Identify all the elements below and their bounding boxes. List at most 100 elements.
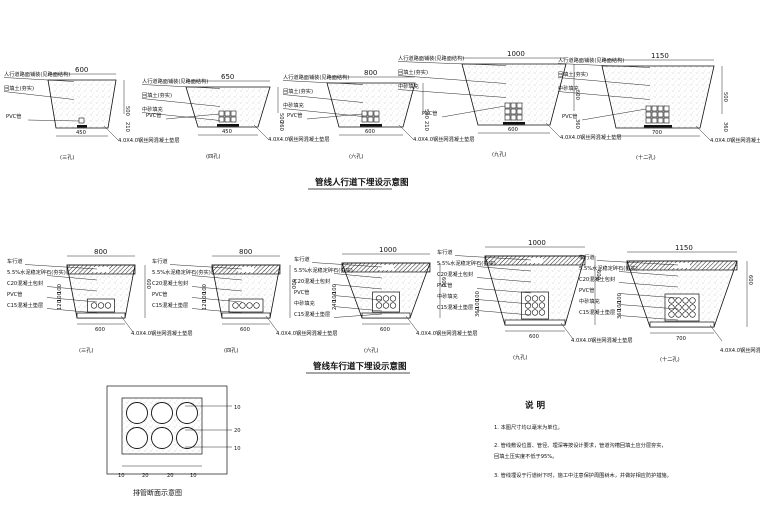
pipe-circle (246, 302, 253, 309)
section-caption: (四孔) (224, 346, 238, 354)
pipe-circle (675, 304, 682, 311)
layer-dim: 360 (475, 307, 481, 317)
pipe-cell (504, 114, 511, 121)
concrete-encasement (372, 291, 400, 313)
pipe-circle (531, 309, 539, 316)
pipe-circle (389, 302, 397, 309)
pipe-cell (78, 117, 85, 124)
trench-depth: 600 (440, 277, 446, 287)
trench-depth: 500 (278, 113, 284, 123)
carriageway-section-2: 800600100100120600车行道5.5%水泥稳定碎石(夯实)C20混凝… (152, 248, 338, 354)
pipe-circle (682, 297, 689, 304)
trench-width: 1150 (651, 52, 669, 60)
pipe-circle (524, 302, 532, 309)
trench-width: 800 (94, 248, 107, 256)
layer-label: 中砂填充 (294, 299, 315, 307)
layer-label: PVC管 (579, 286, 595, 294)
layer-dim: 100 (202, 292, 208, 302)
pipe-circle (531, 295, 539, 302)
pipe-cell (657, 117, 664, 124)
pipe-label: PVC管 (146, 111, 162, 119)
bottom-width: 600 (508, 127, 518, 133)
pipe-circle (538, 302, 546, 309)
foot-label: 4.0X4.0钢丝网混凝土垫层 (416, 329, 478, 337)
pavement-tag (378, 265, 394, 270)
pipe-circle (389, 295, 397, 302)
pipe-cell (516, 108, 523, 115)
trench-width: 600 (75, 66, 88, 74)
pipe-circle (682, 311, 689, 318)
layer-label: 5.5%水泥稳定碎石(夯实) (579, 264, 638, 272)
layer-dim: 100 (617, 301, 623, 311)
bottom-width: 450 (222, 129, 232, 135)
section-caption: (十二孔) (636, 153, 656, 161)
layer-dim: 100 (57, 284, 63, 294)
sidewalk-section-5: 1150500360700人行道路面铺装(见路面结构)回填土(夯实)中砂填充PV… (557, 52, 760, 161)
trench-profile (461, 63, 567, 126)
layer-label: 5.5%水泥稳定碎石(夯实) (437, 259, 496, 267)
pipe-cell (510, 102, 517, 109)
trench-profile (326, 82, 416, 128)
pipe-circle (668, 311, 675, 318)
pavement-tag (93, 267, 109, 272)
layer-dim: 120 (57, 300, 63, 310)
bedding-layer (217, 124, 239, 127)
foot-label: 4.0X4.0钢丝网混凝土垫层 (276, 329, 338, 337)
layer-label: 人行道路面铺装(见路面结构) (283, 73, 349, 81)
layer-dim: 240 (332, 300, 338, 310)
pipe-cell (361, 110, 368, 117)
layer-label: 中砂填充 (283, 101, 304, 109)
trench-profile (185, 86, 271, 128)
layer-label: 回填土(夯实) (558, 70, 588, 78)
pipe-circle (524, 309, 532, 316)
pipe-circle (382, 295, 390, 302)
foot-label: 4.0X4.0钢丝网混凝土垫层 (413, 135, 475, 143)
layer-label: 车行道 (7, 257, 23, 265)
duct-circle (176, 402, 198, 424)
layer-label: 回填土(夯实) (142, 91, 172, 99)
section-caption: (六孔) (364, 346, 378, 354)
detail-bottom-dim-1: 10 (118, 473, 125, 479)
pipe-cell (657, 105, 664, 112)
layer-dim: 120 (202, 300, 208, 310)
trench-depth: 500 (124, 106, 130, 116)
section-caption: (十二孔) (660, 355, 680, 363)
trench-depth: 600 (595, 270, 601, 280)
foot-label: 4.0X4.0钢丝网混凝土垫层 (720, 346, 760, 354)
pipe-circle (524, 295, 532, 302)
duct-circle (126, 402, 148, 424)
pipe-cell (657, 111, 664, 118)
sidewalk-section-4: 1000500360600人行道路面铺装(见路面结构)回填土(夯实)中砂填充PV… (397, 50, 622, 158)
pipe-cell (218, 116, 225, 123)
layer-label: C20混凝土包封 (294, 277, 330, 285)
note-2-cont: 回填土压实度不低于95%。 (494, 452, 557, 460)
pipe-cell (373, 116, 380, 123)
pipe-cell (367, 116, 374, 123)
bottom-width: 600 (240, 327, 250, 333)
layer-dim: 100 (332, 284, 338, 294)
trench-profile (47, 79, 117, 129)
pipe-cell (651, 111, 658, 118)
detail-right-dim-2: 20 (234, 428, 241, 434)
side-dim: 360 (722, 122, 728, 132)
layer-dim: 100 (617, 293, 623, 303)
bedding-layer (77, 125, 87, 128)
trench-depth: 500 (722, 92, 728, 102)
layer-label: C15混凝土垫层 (7, 301, 43, 309)
layer-label: C20混凝土包封 (579, 275, 615, 283)
pavement-tag (527, 258, 543, 263)
layer-label: C20混凝土包封 (7, 279, 43, 287)
section-caption: (九孔) (513, 353, 527, 361)
trench-width: 650 (221, 73, 234, 81)
detail-bottom-dim-2: 20 (142, 473, 149, 479)
trench-depth: 600 (290, 279, 296, 289)
trench-width: 800 (239, 248, 252, 256)
pipe-circle (675, 297, 682, 304)
trench-depth: 600 (145, 279, 151, 289)
foot-label: 4.0X4.0钢丝网混凝土垫层 (560, 133, 622, 141)
duct-circle (151, 427, 173, 449)
top-section-title: 管线人行道下埋设示意图 (315, 177, 409, 188)
pipe-cell (663, 117, 670, 124)
foot-label: 4.0X4.0钢丝网混凝土垫层 (710, 136, 760, 144)
